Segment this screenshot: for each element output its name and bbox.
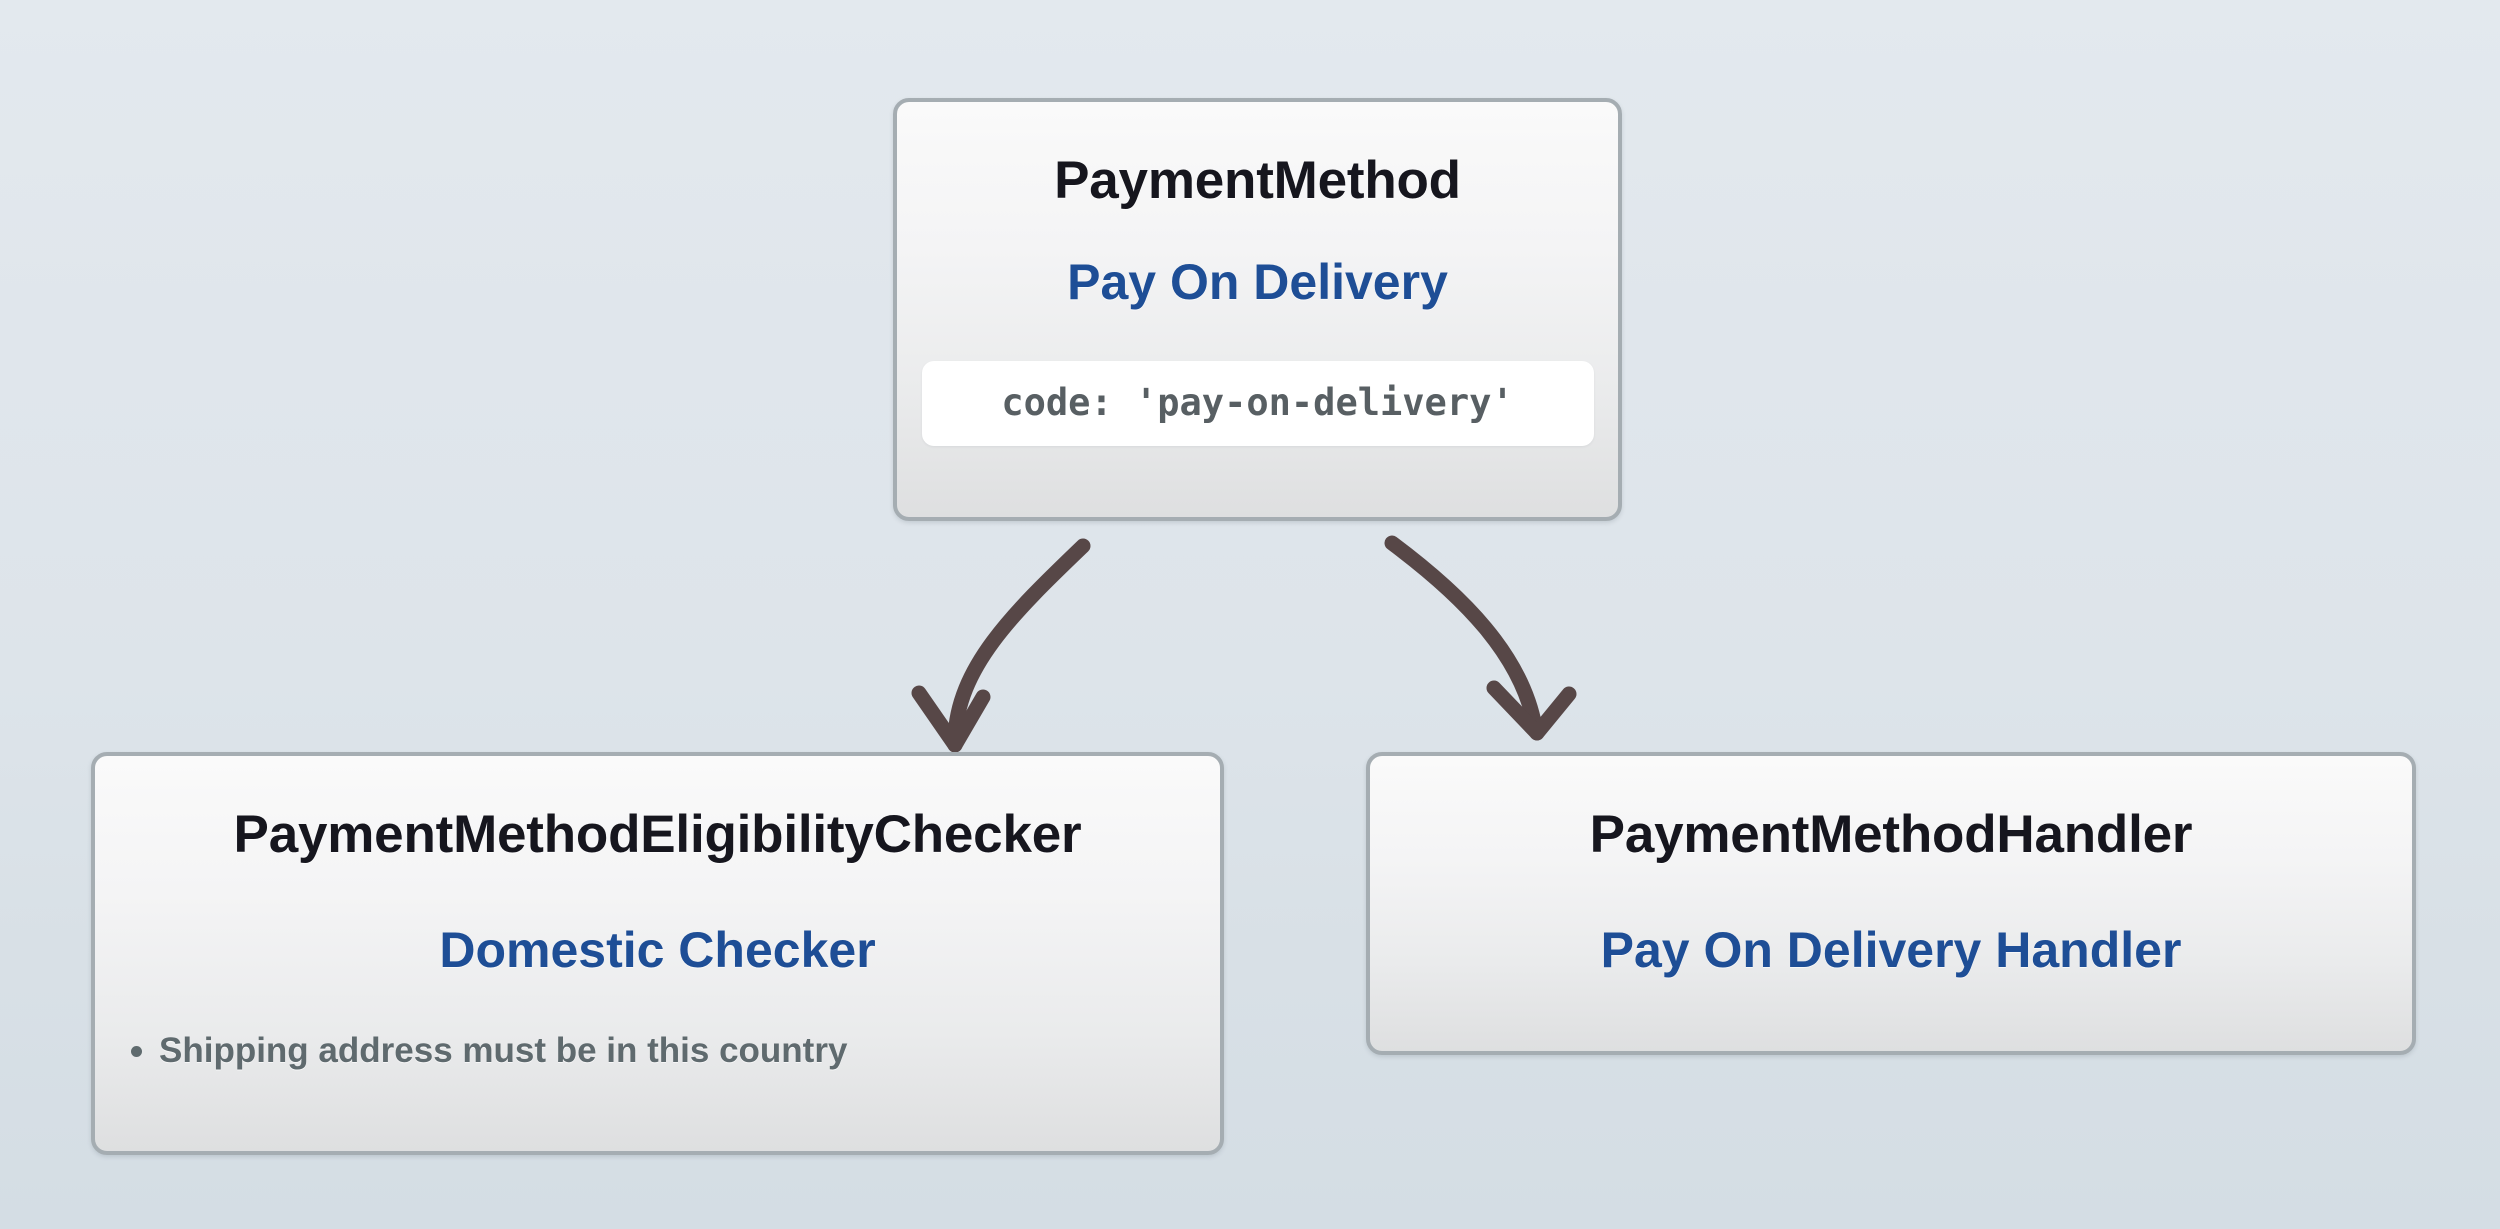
node-type-label: PaymentMethod — [1054, 151, 1461, 210]
node-payment-handler[interactable]: PaymentMethodHandler Pay On Delivery Han… — [1366, 752, 2416, 1055]
edge-payment-method-to-eligibility-checker — [911, 538, 1091, 753]
node-type-label: PaymentMethodHandler — [1589, 805, 2193, 864]
node-name-label: Domestic Checker — [439, 922, 876, 978]
node-name-label: Pay On Delivery — [1067, 254, 1448, 310]
node-eligibility-checker[interactable]: PaymentMethodEligibilityChecker Domestic… — [91, 752, 1224, 1155]
node-bullet-list: Shipping address must be in this country — [95, 1031, 1220, 1071]
node-code-chip: code: 'pay-on-delivery' — [921, 361, 1594, 446]
node-name-label: Pay On Delivery Handler — [1600, 922, 2182, 978]
node-type-label: PaymentMethodEligibilityChecker — [233, 805, 1082, 864]
node-payment-method[interactable]: PaymentMethod Pay On Delivery code: 'pay… — [893, 98, 1622, 521]
edge-payment-method-to-payment-handler — [1384, 535, 1577, 741]
list-item: Shipping address must be in this country — [131, 1031, 1220, 1071]
